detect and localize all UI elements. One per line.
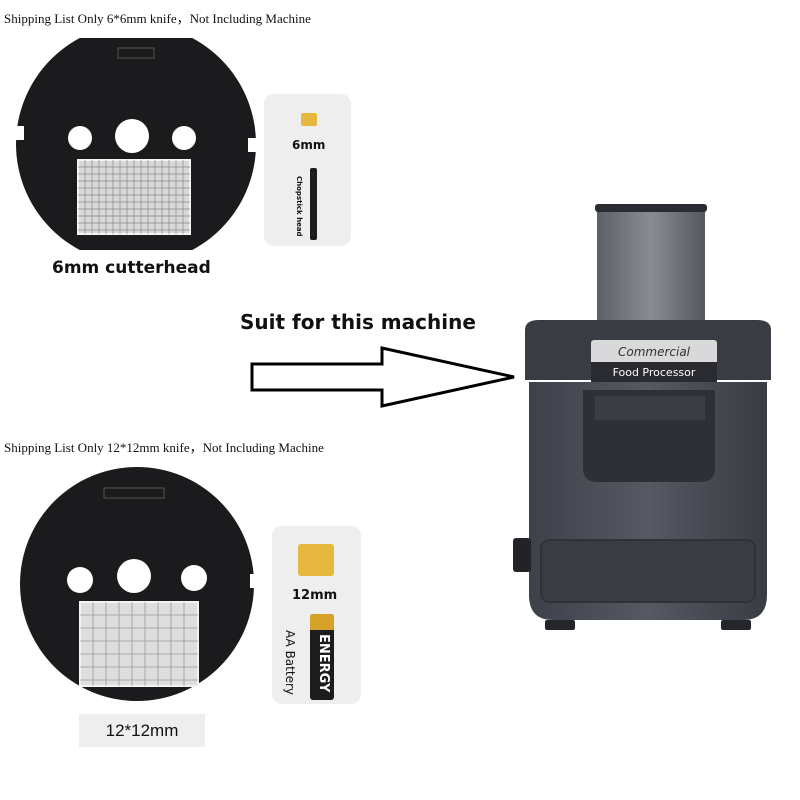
disc-grid-lines [78,160,190,234]
battery-brand: ENERGY [316,634,331,693]
disc-grid-lines [80,602,198,686]
disc-notch-right [248,138,258,152]
bottom-shipping-text: Shipping List Only 12*12mm knife，Not Inc… [4,440,324,455]
bottom-reference-label: AA Battery [283,630,297,695]
top-cutter-disc [14,38,258,250]
right-arrow-icon [250,346,515,408]
disc-hole-left [67,567,93,593]
top-size-label: 6mm [292,138,326,152]
disc-notch-left [14,126,24,140]
disc-hole-center [117,559,151,593]
foot-left [545,620,575,630]
disc-notch-right [250,574,260,588]
disc-mark [103,487,165,499]
disc-grid-blade [79,601,199,687]
chute-rim [595,204,707,212]
base-panel [540,539,756,603]
foot-right [721,620,751,630]
aa-battery: ENERGY [310,614,334,700]
food-processor-machine [513,204,771,630]
top-reference-label: Chopstick head [295,176,303,237]
top-chopstick [310,168,317,240]
label-plate-dark [591,362,717,382]
disc-mark [117,47,155,59]
feed-chute [597,206,705,330]
top-dice-piece [301,113,317,126]
top-shipping-text: Shipping List Only 6*6mm knife，Not Inclu… [4,11,311,26]
bottom-dice-piece [298,544,334,576]
disc-hole-right [181,565,207,591]
disc-hole-left [68,126,92,150]
battery-cap [310,614,334,630]
disc-hole-center [115,119,149,153]
machine-label-line1: Commercial [617,345,691,359]
outlet-blade-area [595,396,705,420]
side-switch[interactable] [513,538,531,572]
suit-for-machine-text: Suit for this machine [240,310,476,334]
bottom-size-label: 12mm [292,588,338,603]
bottom-cutter-disc [14,467,260,701]
disc-hole-right [172,126,196,150]
top-cutterhead-caption: 6mm cutterhead [52,258,211,278]
machine-label-line2: Food Processor [612,365,696,379]
disc-notch-left [14,530,24,544]
bottom-caption: 12*12mm [79,714,205,747]
